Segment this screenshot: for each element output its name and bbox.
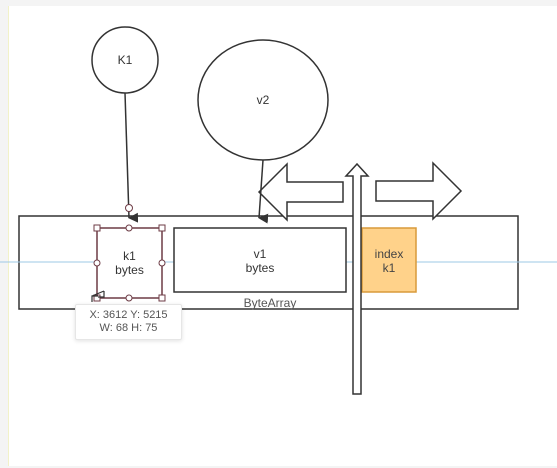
k1-bytes-label: k1 bytes — [115, 249, 144, 277]
resize-handle-n[interactable] — [125, 224, 133, 232]
resize-handle-nw[interactable] — [93, 224, 101, 232]
left-block-arrow[interactable] — [257, 162, 344, 222]
vertical-up-arrow[interactable] — [344, 162, 370, 395]
k1-connector-arrow[interactable] — [124, 92, 139, 223]
resize-cursor-icon — [91, 290, 105, 302]
index-k1-label: index k1 — [374, 247, 404, 275]
v2-connector-arrow[interactable] — [258, 159, 269, 224]
v1-bytes-label: v1 bytes — [245, 247, 275, 275]
bytearray-label: ByteArray — [243, 296, 297, 310]
rotate-handle[interactable] — [125, 204, 133, 212]
tooltip-position: X: 3612 Y: 5215 — [89, 309, 168, 321]
resize-handle-s[interactable] — [125, 294, 133, 302]
tooltip-size: W: 68 H: 75 — [99, 322, 158, 334]
selection-info-tooltip: X: 3612 Y: 5215 W: 68 H: 75 — [75, 304, 182, 340]
selection-handles[interactable] — [93, 204, 166, 302]
v1-bytes-box[interactable] — [173, 227, 347, 293]
resize-handle-sw[interactable] — [93, 294, 101, 302]
right-block-arrow[interactable] — [375, 161, 463, 221]
index-k1-box[interactable] — [361, 227, 417, 293]
v2-circle-label: v2 — [256, 93, 270, 107]
k1-circle-label: K1 — [117, 53, 133, 67]
resize-handle-e[interactable] — [158, 259, 166, 267]
resize-handle-ne[interactable] — [158, 224, 166, 232]
resize-handle-w[interactable] — [93, 259, 101, 267]
resize-handle-se[interactable] — [158, 294, 166, 302]
